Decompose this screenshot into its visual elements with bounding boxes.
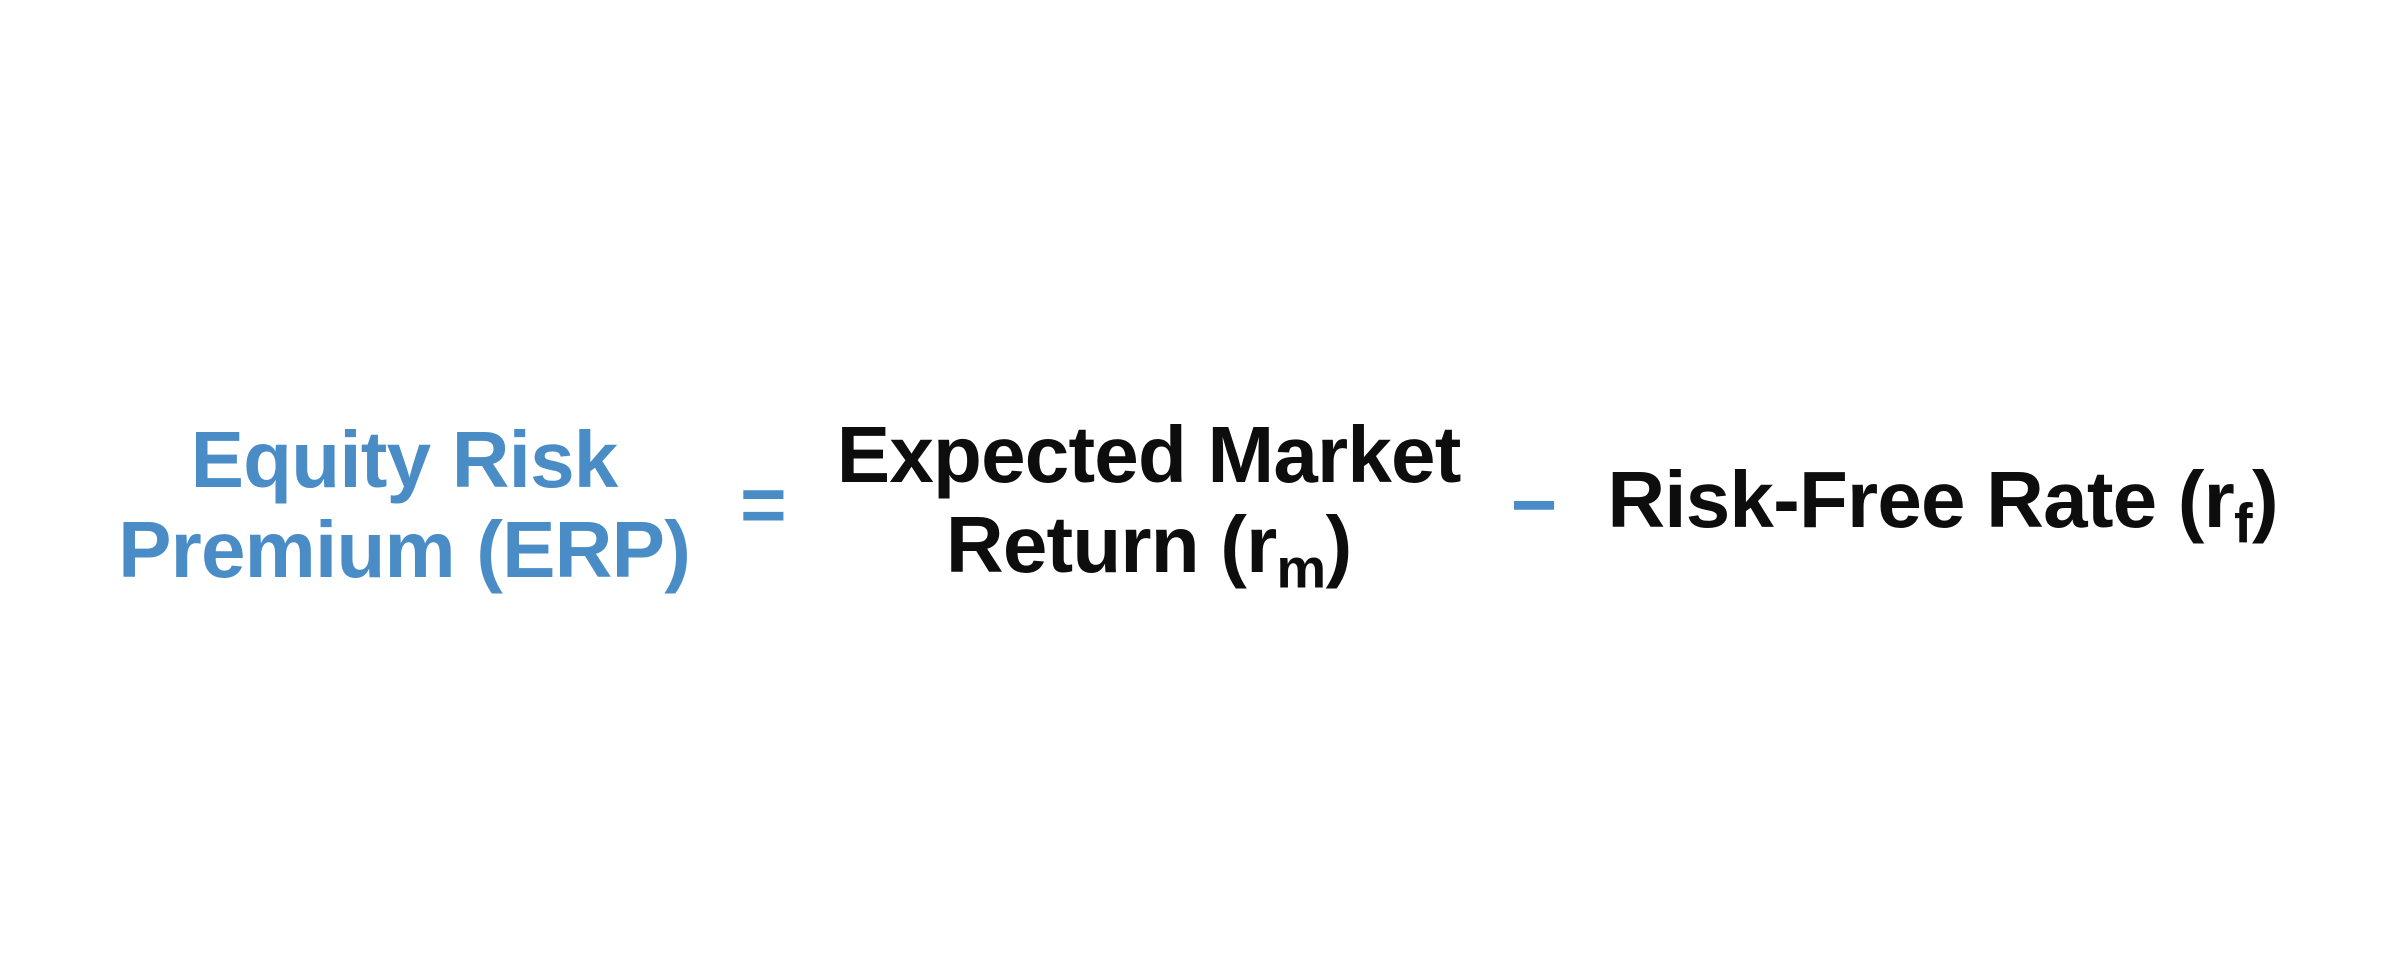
- equity-risk-premium-line2: Premium (ERP): [118, 505, 691, 594]
- subscript-f: f: [2233, 491, 2253, 555]
- risk-free-rate-text: Risk-Free Rate (r: [1607, 455, 2234, 545]
- subscript-m: m: [1276, 536, 1326, 600]
- expected-market-return-line2: Return (rm): [837, 500, 1461, 600]
- minus-sign: −: [1510, 460, 1558, 549]
- equity-risk-premium-label: Equity Risk Premium (ERP): [118, 415, 691, 595]
- risk-free-rate-label: Risk-Free Rate (rf): [1607, 455, 2278, 555]
- risk-free-rate-close-paren: ): [2252, 455, 2279, 545]
- return-symbol-close-paren: ): [1325, 500, 1353, 590]
- return-symbol-text: Return (r: [945, 500, 1277, 590]
- equity-risk-premium-line1: Equity Risk: [190, 415, 619, 504]
- equals-sign: =: [740, 460, 787, 549]
- expected-market-return-label: Expected Market Return (rm): [836, 410, 1462, 600]
- expected-market-return-line1: Expected Market: [836, 410, 1462, 500]
